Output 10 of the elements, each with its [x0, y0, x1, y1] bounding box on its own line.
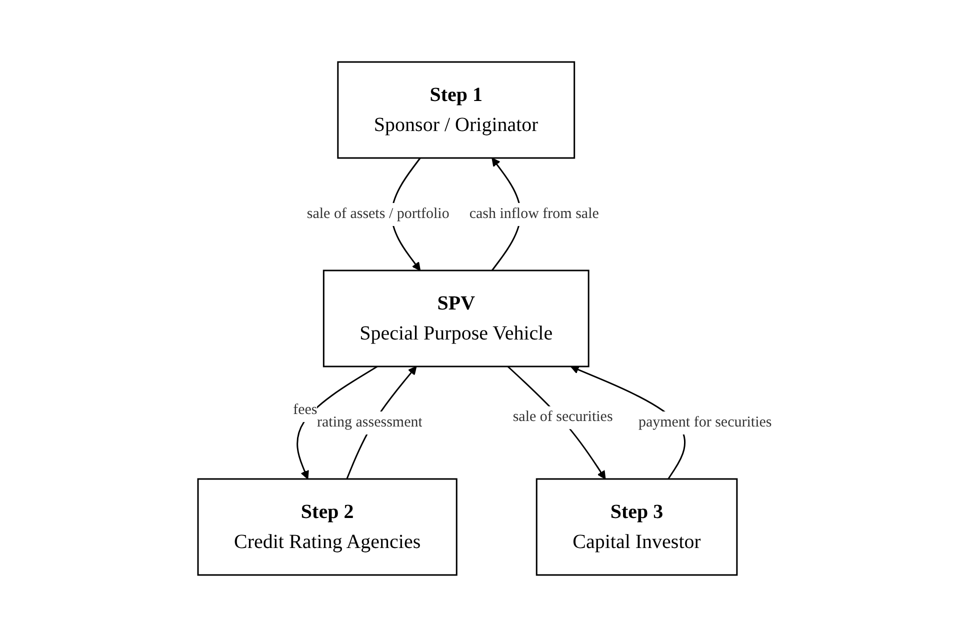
edge-label: fees: [293, 402, 318, 418]
edge-label: cash inflow from sale: [469, 205, 600, 222]
node-box: Step 3 Capital Investor: [536, 478, 738, 576]
edge-label: payment for securities: [638, 414, 772, 430]
node-box: SPV Special Purpose Vehicle: [323, 269, 590, 367]
edge-label: sale of securities: [512, 408, 613, 425]
edge-label: rating assessment: [317, 414, 423, 430]
node-box: Step 1 Sponsor / Originator: [337, 60, 576, 158]
edge-label: sale of assets / portfolio: [307, 205, 450, 222]
node-box: Step 2 Credit Rating Agencies: [197, 478, 458, 576]
